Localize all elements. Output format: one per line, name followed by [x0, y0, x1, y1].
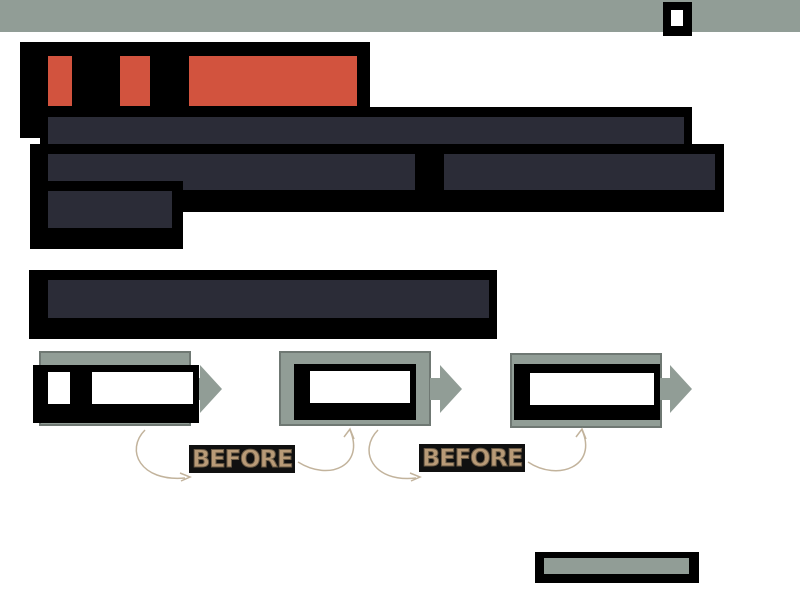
chevron-right-icon	[440, 365, 462, 413]
flow-step-1-field-b[interactable]	[92, 372, 193, 404]
red-tab-3[interactable]	[189, 56, 357, 106]
text-line-1	[48, 117, 684, 144]
text-line-2b	[444, 154, 715, 190]
text-line-3	[48, 191, 172, 228]
chevron-right-icon	[670, 365, 692, 413]
subtitle-line	[48, 280, 489, 318]
red-tab-2[interactable]	[120, 56, 150, 106]
flow-step-2-field[interactable]	[310, 371, 410, 403]
red-tab-1[interactable]	[48, 56, 72, 106]
status-bar-fill	[544, 558, 689, 574]
chevron-right-icon	[200, 365, 222, 413]
flow-arrow-2-stem	[430, 378, 442, 400]
curved-arrow-icon	[135, 429, 186, 479]
curved-arrow-icon	[297, 429, 355, 472]
window-control-icon-inner	[671, 10, 683, 26]
flow-step-1-field-a[interactable]	[48, 372, 70, 404]
window-control-icon[interactable]	[663, 2, 692, 36]
status-bar[interactable]	[535, 552, 699, 583]
flow-step-3-field[interactable]	[530, 373, 654, 405]
curved-arrow-icon	[527, 429, 587, 472]
curved-arrow-icon	[368, 429, 417, 480]
before-label-1: BEFORE	[189, 445, 296, 474]
flow-arrow-3-stem	[660, 378, 672, 400]
before-label-2: BEFORE	[419, 444, 526, 473]
